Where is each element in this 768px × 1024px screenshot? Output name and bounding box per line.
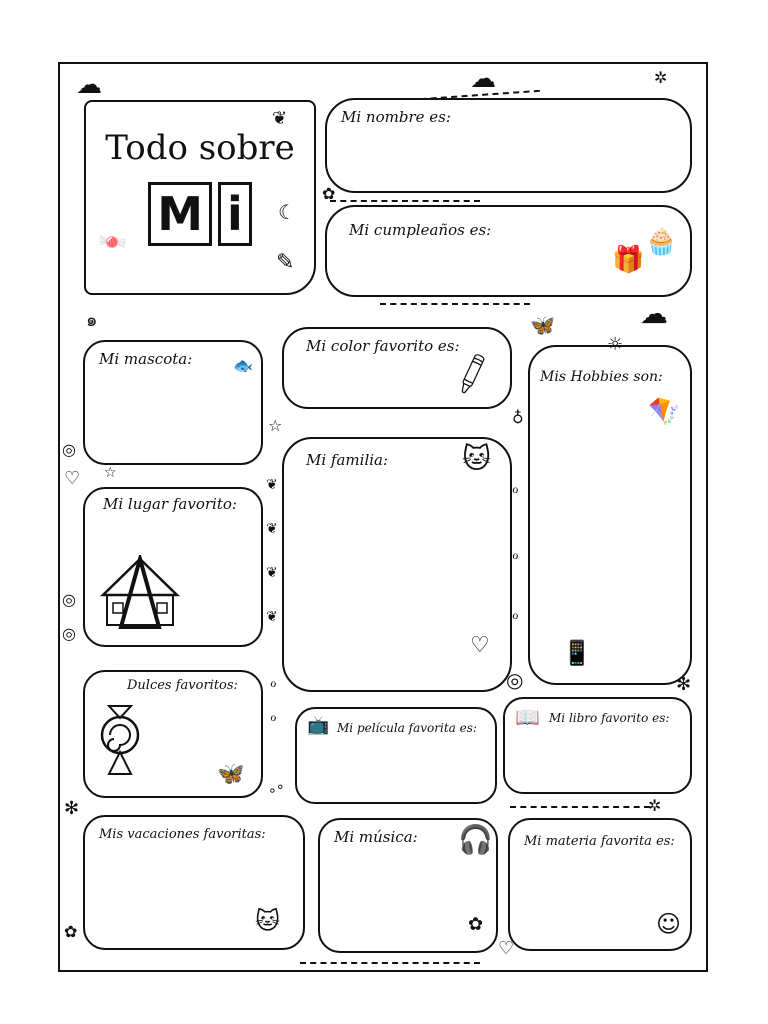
family-label: Mi familia: [306,451,389,469]
color-box[interactable]: Mi color favorito es: 🖍 [282,327,512,409]
house-icon [99,555,181,629]
name-box[interactable]: Mi nombre es: [325,98,692,193]
leaf-icon: ❦ [266,477,278,493]
butterfly-icon: 🦋 [530,313,555,337]
sweets-label: Dulces favoritos: [127,678,238,693]
book-label: Mi libro favorito es: [549,711,670,725]
footprint-icon: ℴ [512,547,519,563]
cloud-icon: ☁ [640,297,668,330]
birthday-box[interactable]: Mi cumpleaños es: 🎁 🧁 [325,205,692,297]
gift-icon: 🎁 [612,245,645,275]
cloud-icon: ☁ [470,64,496,94]
footprint-icon: ℴ [512,481,519,497]
dashed-path [330,200,480,202]
bubbles-icon: ∘° [268,783,284,799]
headphones-icon: 🎧 [458,823,493,856]
name-label: Mi nombre es: [341,108,451,126]
book-icon: 📖 [515,705,540,729]
star-icon: ☆ [268,416,283,435]
flower-icon: ✿ [468,914,484,935]
smiley-icon: ☺ [656,910,682,938]
phone-icon: 📱 [562,639,592,667]
pencil-icon: ✎ [276,250,295,275]
sun-icon: ☼ [607,334,624,355]
footprint-icon: ℴ [512,607,519,623]
subject-label: Mi materia favorita es: [524,834,675,849]
vacation-label: Mis vacaciones favoritas: [99,827,266,842]
footprint-icon: ℴ [270,709,277,725]
butterfly-icon: 🦋 [217,762,245,787]
leaf-icon: ❦ [266,609,278,625]
heart-icon: ♡ [64,468,81,489]
birthday-label: Mi cumpleaños es: [349,221,492,239]
title-text: Todo sobre [105,128,295,168]
fish-icon: 🐟 [233,356,253,375]
leaf-icon: ❦ [266,521,278,537]
heart-icon: ♡ [498,938,515,959]
pet-box[interactable]: Mi mascota: 🐟 [83,340,263,465]
spiral-icon: ◎ [506,668,524,692]
hobbies-box[interactable]: Mis Hobbies son: 🪁 📱 [528,345,692,685]
place-box[interactable]: Mi lugar favorito: [83,487,263,647]
cat-icon: 🐱 [255,907,281,935]
kite-icon: 🪁 [648,397,681,427]
heart-icon: ♡ [470,633,490,658]
dashed-path [300,962,480,964]
vacation-box[interactable]: Mis vacaciones favoritas: 🐱 [83,815,305,950]
dashed-path [510,806,650,808]
crayon-icon: 🖍 [446,348,498,398]
cloud-icon: ☁ [76,70,102,100]
music-label: Mi música: [334,828,418,846]
balloon-icon: ♁ [512,408,524,427]
title-letter-i: i [218,182,252,246]
cat-icon: 🐱 [462,442,492,475]
worksheet-border [58,62,708,972]
candy-icon [100,705,140,775]
star-icon: ☆ [104,465,117,481]
flower-icon: ✻ [676,674,692,695]
music-box[interactable]: Mi música: 🎧 ✿ [318,818,498,953]
movie-label: Mi película favorita es: [337,721,477,735]
place-label: Mi lugar favorito: [103,495,237,513]
sweets-box[interactable]: Dulces favoritos: 🦋 [83,670,263,798]
book-box[interactable]: 📖 Mi libro favorito es: [503,697,692,794]
flower-icon: ✻ [64,798,80,819]
spiral-icon: ◎ [62,440,76,459]
family-box[interactable]: Mi familia: 🐱 ♡ [282,437,512,692]
leaf-icon: ❦ [272,108,288,129]
flower-icon: ✿ [64,922,78,941]
spiral-icon: ๑ [86,310,98,331]
star-icon: ✲ [654,68,668,87]
footprint-icon: ℴ [270,675,277,691]
color-label: Mi color favorito es: [306,337,460,355]
flower-icon: ✿ [322,184,336,203]
moon-icon: ☾ [278,200,296,224]
spiral-icon: ◎ [62,590,76,609]
hobbies-label: Mis Hobbies son: [540,369,663,385]
title-letter-m: M [148,182,212,246]
leaf-icon: ❦ [266,565,278,581]
cupcake-icon: 🧁 [645,227,678,257]
pet-label: Mi mascota: [99,350,193,368]
spiral-icon: ◎ [62,624,76,643]
movie-box[interactable]: 📺 Mi película favorita es: [295,707,497,804]
tv-icon: 📺 [307,715,330,736]
subject-box[interactable]: Mi materia favorita es: ☺ [508,818,692,951]
star-icon: ✲ [648,796,662,815]
dashed-path [380,303,530,305]
